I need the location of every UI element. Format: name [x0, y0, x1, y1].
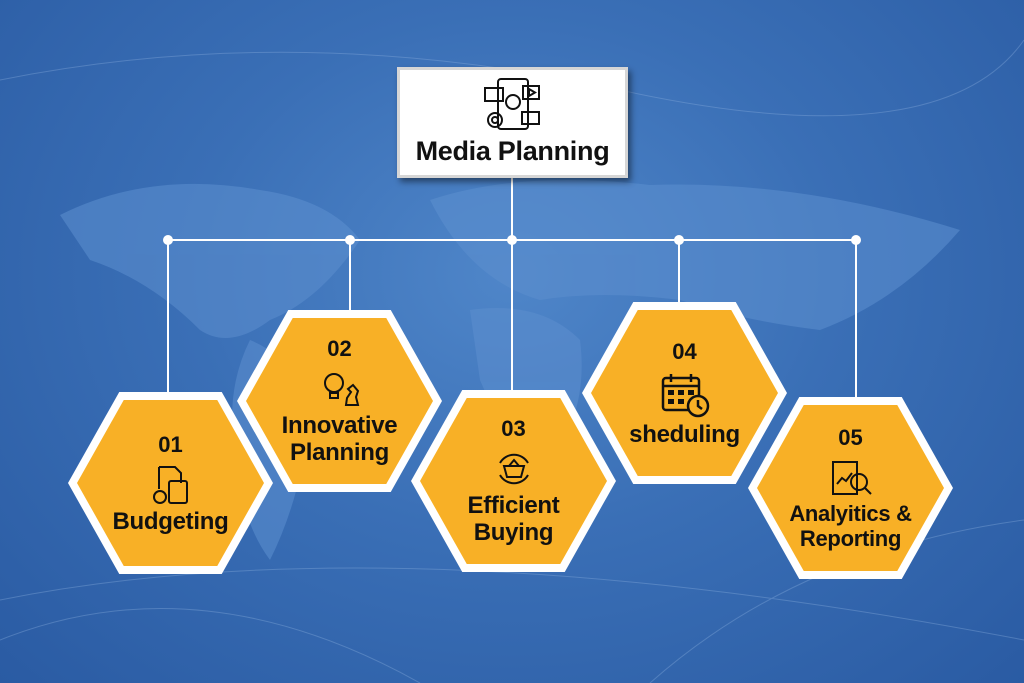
media-planning-root-box: Media Planning: [397, 67, 628, 178]
node-number: 01: [158, 431, 183, 457]
connector-lines: [163, 178, 861, 400]
node-number: 03: [501, 416, 526, 441]
shopping-basket-icon: [498, 453, 529, 485]
budget-calculator-icon: [152, 465, 188, 504]
node-number: 05: [838, 425, 863, 450]
media-devices-icon: [483, 78, 540, 130]
node-label: Efficient Buying: [467, 492, 560, 546]
node-scheduling: 04 sheduling: [582, 302, 787, 484]
root-title: Media Planning: [415, 136, 610, 166]
node-number: 02: [327, 336, 352, 361]
idea-strategy-icon: [323, 373, 359, 406]
node-number: 04: [672, 338, 697, 364]
report-analysis-icon: [831, 461, 872, 495]
calendar-clock-icon: [661, 373, 709, 417]
node-label: Innovative Planning: [281, 412, 398, 466]
node-analytics-reporting: 05 Analyitics & Reporting: [748, 397, 953, 579]
node-label: Analyitics & Reporting: [789, 501, 912, 551]
node-label: Budgeting: [112, 507, 229, 535]
node-label: sheduling: [629, 420, 740, 448]
